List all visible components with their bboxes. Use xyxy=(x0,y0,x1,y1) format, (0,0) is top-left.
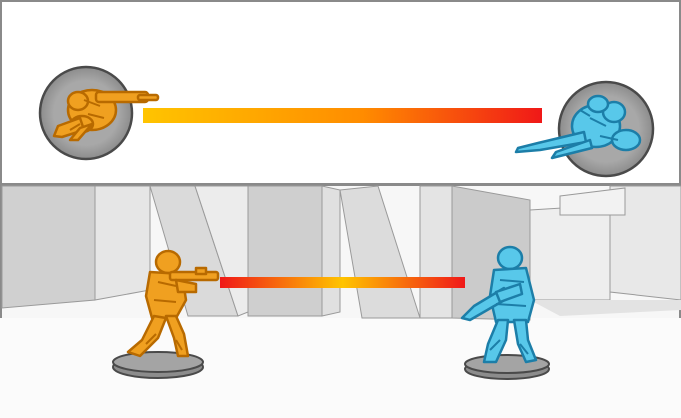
line-of-sight-beam-side xyxy=(220,277,465,288)
orange-helmet xyxy=(156,251,180,273)
wall-left-side xyxy=(95,186,150,300)
wall-back-right xyxy=(530,205,610,300)
wall-far-left xyxy=(2,186,95,308)
top-panel xyxy=(1,1,680,184)
bottom-panel xyxy=(0,185,681,418)
line-of-sight-beam-top xyxy=(143,108,542,123)
orange-rifle-side xyxy=(170,272,218,280)
wall-center-pillar xyxy=(248,186,322,316)
blue-helmet xyxy=(498,247,522,269)
